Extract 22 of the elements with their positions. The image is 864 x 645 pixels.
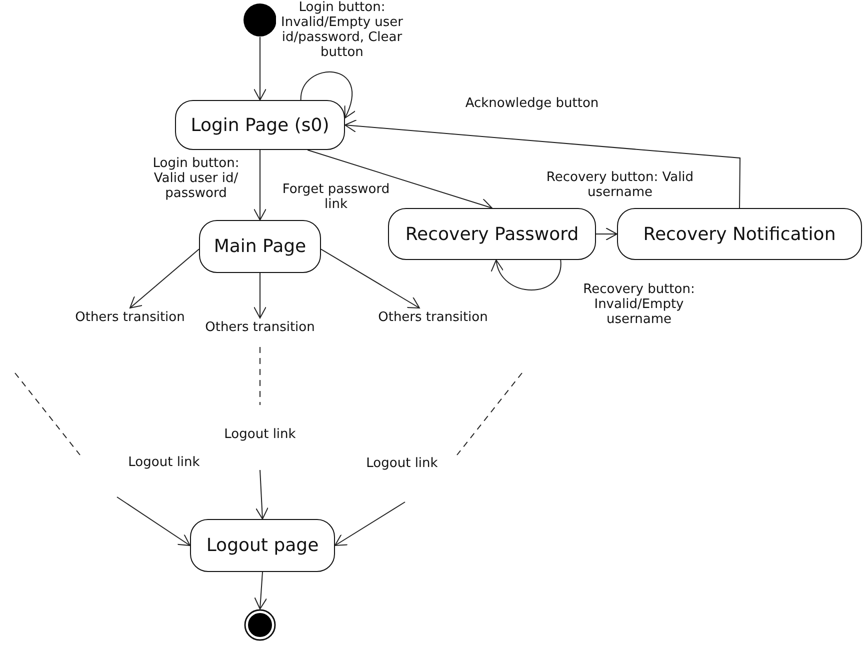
state-box: Logout page xyxy=(190,519,335,572)
final-state xyxy=(244,609,276,641)
transition-label: Others transition xyxy=(365,308,501,326)
transition-arrow xyxy=(116,496,190,546)
transition-arrow xyxy=(596,228,618,240)
transition-arrow xyxy=(334,502,406,546)
initial-state xyxy=(243,3,277,37)
transition-arrow xyxy=(300,72,356,118)
transition-arrow xyxy=(307,150,492,211)
transition-arrow xyxy=(344,119,740,208)
transition-arrow xyxy=(492,260,562,290)
transition-arrow xyxy=(254,36,266,100)
transition-arrow xyxy=(130,248,200,308)
state-box: Recovery Notification xyxy=(617,208,862,260)
transition-arrow xyxy=(254,572,268,610)
transition-arrow xyxy=(255,470,268,520)
transition-arrow xyxy=(254,150,266,220)
transition-arrow xyxy=(254,272,266,318)
state-box: Main Page xyxy=(199,220,321,273)
state-box: Login Page (s0) xyxy=(175,100,345,150)
state-box: Recovery Password xyxy=(388,208,596,260)
transition-arrow xyxy=(320,248,420,308)
